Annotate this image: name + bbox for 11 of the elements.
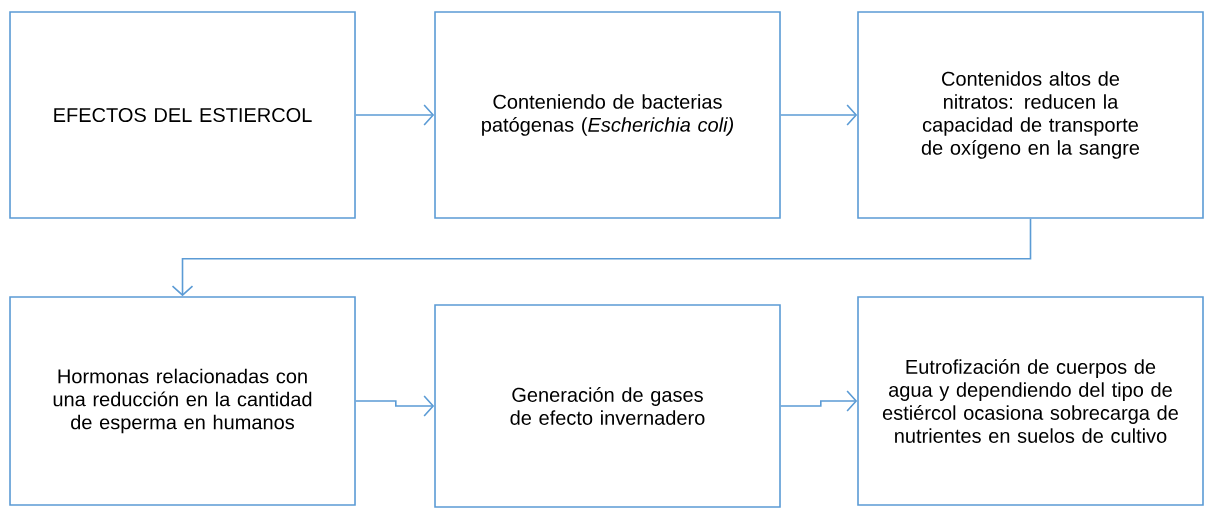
process-box: Conteniendo de bacterias patógenas (Escherichia coli) xyxy=(434,11,781,219)
process-box: EFECTOS DEL ESTIERCOL xyxy=(9,11,356,219)
process-box: Eutrofización de cuerpos de agua y dependiendo del tipo de estiércol ocasiona sobrecarga de nutrientes en suelos de cultivo xyxy=(857,296,1204,506)
process-box: Hormonas relacionadas con una reducción en la cantidad de esperma en humanos xyxy=(9,296,356,506)
arrow xyxy=(171,218,1032,297)
process-box: Generación de gases de efecto invernadero xyxy=(434,304,781,508)
arrow xyxy=(780,104,858,126)
arrow xyxy=(355,104,435,126)
arrow xyxy=(355,395,435,417)
arrow xyxy=(780,390,858,412)
process-box: Contenidos altos de nitratos: reducen la capacidad de transporte de oxígeno en la sangre xyxy=(857,11,1204,219)
